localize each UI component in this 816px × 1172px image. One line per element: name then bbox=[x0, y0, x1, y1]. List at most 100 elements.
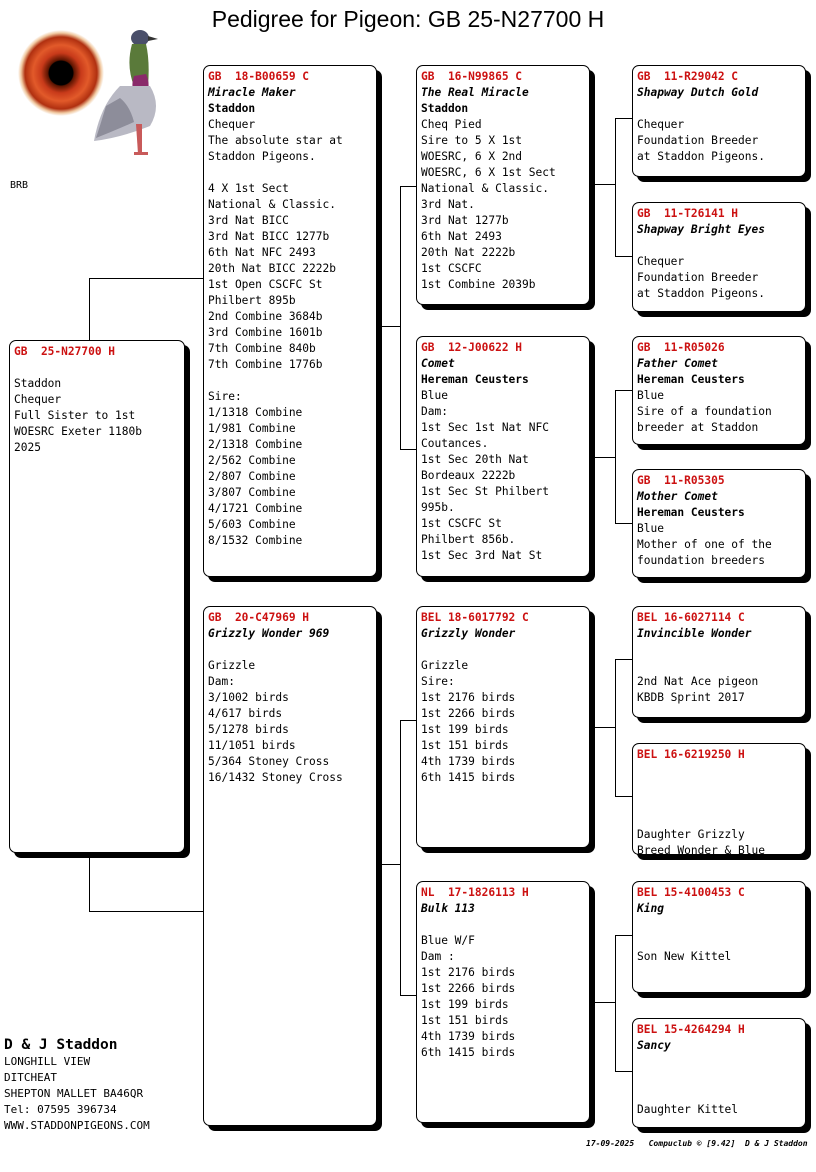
detail-line: Sire: bbox=[421, 675, 455, 688]
detail-line: Blue bbox=[637, 522, 664, 535]
pigeon-name: Shapway Dutch Gold bbox=[637, 86, 759, 99]
breeder-address-line: DITCHEAT bbox=[4, 1071, 57, 1084]
detail-line: Philbert 856b. bbox=[421, 533, 516, 546]
connector-line bbox=[89, 278, 90, 340]
connector-line bbox=[615, 256, 633, 257]
detail-line: National & Classic. bbox=[208, 198, 336, 211]
detail-line: Foundation Breeder bbox=[637, 271, 759, 284]
connector-line bbox=[615, 118, 633, 119]
detail-line bbox=[14, 360, 180, 376]
detail-line bbox=[637, 779, 801, 795]
pigeon-name: Bulk 113 bbox=[421, 902, 475, 915]
connector-line bbox=[615, 935, 633, 936]
detail-line: 1st Sec 3rd Nat St bbox=[421, 549, 543, 562]
detail-line: 3rd Nat BICC 1277b bbox=[208, 230, 330, 243]
detail-line: 3/807 Combine bbox=[208, 486, 296, 499]
detail-line: 6th Nat NFC 2493 bbox=[208, 246, 316, 259]
detail-line bbox=[637, 1086, 801, 1102]
detail-line: Chequer bbox=[637, 255, 685, 268]
ring-number: GB 11-R05305 bbox=[637, 474, 725, 487]
detail-line: 2025 bbox=[14, 441, 41, 454]
ring-number: BEL 18-6017792 C bbox=[421, 611, 529, 624]
ring-number: GB 11-R29042 C bbox=[637, 70, 739, 83]
detail-line: 5/364 Stoney Cross bbox=[208, 755, 330, 768]
detail-line: 1st Sec 1st Nat NFC bbox=[421, 421, 549, 434]
owner-name: Hereman Ceusters bbox=[637, 373, 745, 386]
detail-line: Cheq Pied bbox=[421, 118, 482, 131]
pigeon-name: King bbox=[637, 902, 664, 915]
owner-name: Hereman Ceusters bbox=[637, 506, 745, 519]
ring-number: GB 18-B00659 C bbox=[208, 70, 310, 83]
detail-line: 3/1002 birds bbox=[208, 691, 289, 704]
connector-line bbox=[615, 796, 633, 797]
connector-line bbox=[89, 911, 204, 912]
pigeon-name: Grizzly Wonder bbox=[421, 627, 516, 640]
connector-line bbox=[89, 278, 204, 279]
pigeon-name: Sancy bbox=[637, 1039, 671, 1052]
detail-line: Chequer bbox=[637, 118, 685, 131]
detail-line: 1st Sec 20th Nat bbox=[421, 453, 529, 466]
detail-line: 1st 2266 birds bbox=[421, 982, 516, 995]
detail-line: 7th Combine 1776b bbox=[208, 358, 323, 371]
detail-line: 4th 1739 birds bbox=[421, 1030, 516, 1043]
connector-line bbox=[589, 184, 616, 185]
detail-line: Blue bbox=[637, 389, 664, 402]
ring-number: GB 25-N27700 H bbox=[14, 345, 116, 358]
detail-line: 20th Nat 2222b bbox=[421, 246, 516, 259]
detail-line: 2/562 Combine bbox=[208, 454, 296, 467]
detail-line: 3rd Nat BICC bbox=[208, 214, 289, 227]
pigeon-name: Mother Comet bbox=[637, 490, 718, 503]
detail-line: 2nd Nat Ace pigeon bbox=[637, 675, 759, 688]
detail-line: Son New Kittel bbox=[637, 950, 732, 963]
ring-number: GB 16-N99865 C bbox=[421, 70, 523, 83]
detail-line: 6th 1415 birds bbox=[421, 771, 516, 784]
detail-line: 1st 151 birds bbox=[421, 739, 509, 752]
detail-line: 1st 2266 birds bbox=[421, 707, 516, 720]
photo-caption: BRB bbox=[10, 180, 29, 191]
detail-line: WOESRC, 6 X 2nd bbox=[421, 150, 523, 163]
detail-line bbox=[637, 1054, 801, 1070]
detail-line: 2/807 Combine bbox=[208, 470, 296, 483]
detail-line: The absolute star at bbox=[208, 134, 343, 147]
connector-line bbox=[615, 659, 633, 660]
breeder-website[interactable]: WWW.STADDONPIGEONS.COM bbox=[4, 1119, 150, 1132]
detail-line bbox=[637, 795, 801, 811]
detail-line: 16/1432 Stoney Cross bbox=[208, 771, 343, 784]
pigeon-eye-photo bbox=[18, 30, 104, 116]
detail-line: 3rd Nat. bbox=[421, 198, 475, 211]
detail-line: 5/1278 birds bbox=[208, 723, 289, 736]
connector-line bbox=[589, 457, 616, 458]
detail-line: 6th Nat 2493 bbox=[421, 230, 502, 243]
connector-line bbox=[400, 720, 401, 996]
detail-line: 995b. bbox=[421, 501, 455, 514]
detail-line: Mother of one of the bbox=[637, 538, 772, 551]
detail-line: Philbert 895b bbox=[208, 294, 296, 307]
pigeon-name: Grizzly Wonder 969 bbox=[208, 627, 330, 640]
detail-line bbox=[637, 763, 801, 779]
detail-line bbox=[637, 917, 801, 933]
connector-line bbox=[615, 659, 616, 797]
connector-line bbox=[376, 326, 401, 327]
connector-line bbox=[400, 449, 417, 450]
breeder-address-line: SHEPTON MALLET BA46QR bbox=[4, 1087, 144, 1100]
detail-line: WOESRC, 6 X 1st Sect bbox=[421, 166, 556, 179]
connector-line bbox=[400, 186, 401, 450]
detail-line bbox=[637, 238, 801, 254]
breeder-phone: Tel: 07595 396734 bbox=[4, 1103, 117, 1116]
connector-line bbox=[589, 1002, 616, 1003]
